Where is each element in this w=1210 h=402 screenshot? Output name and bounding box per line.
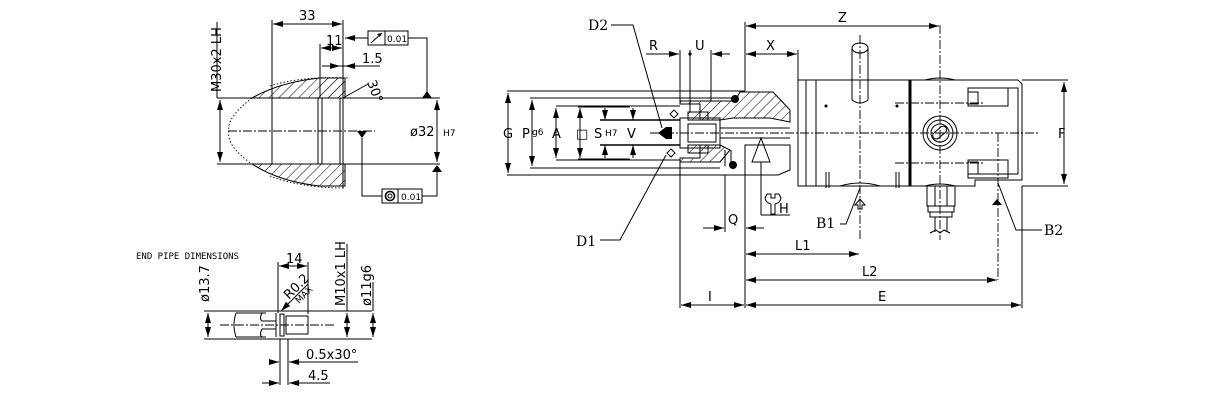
hatch-bottom [250, 163, 346, 187]
dim-F: F [1058, 127, 1065, 142]
dim-11: 11 [326, 34, 343, 49]
wrench-icon [764, 193, 782, 215]
hatch-top-right [319, 77, 346, 99]
port-b1-arrow-icon [853, 198, 867, 210]
port-b2-arrow-icon [992, 199, 1002, 205]
dim-X: X [766, 39, 775, 54]
callout-B1: B1 [816, 216, 835, 232]
hatch-nut-bottom [687, 144, 709, 154]
end-pipe-length-14: 14 [286, 252, 303, 267]
bore-diameter: ø32 [410, 125, 435, 140]
dim-I: I [708, 290, 712, 305]
end-pipe-chamfer: 0.5x30° [306, 348, 357, 363]
circular-runout-icon [370, 32, 383, 44]
dim-square: □ [576, 127, 588, 142]
dim-1-5: 1.5 [362, 52, 383, 67]
dim-S: S [594, 127, 602, 142]
hatch-nut-top [687, 111, 709, 121]
dim-P-tolerance: g6 [532, 128, 544, 138]
callout-B2: B2 [1044, 223, 1063, 239]
dim-E: E [878, 290, 886, 305]
dim-L1: L1 [795, 239, 811, 254]
dim-V: V [627, 127, 636, 142]
callout-D1: D1 [576, 234, 596, 250]
end-pipe-diameter-left: ø13.7 [198, 265, 213, 302]
dim-G: G [503, 127, 513, 142]
end-pipe-diameter-right: ø11g6 [360, 265, 375, 306]
dim-33: 33 [299, 9, 316, 24]
concentricity-icon [384, 190, 396, 202]
dim-R: R [649, 39, 658, 54]
main-view: F G P g6 A □ S H7 V R U X [503, 11, 1068, 308]
dim-Z: Z [838, 11, 847, 26]
dim-L2: L2 [862, 265, 878, 280]
break-line-bottom [269, 175, 346, 189]
runout-value: 0.01 [387, 35, 407, 45]
dim-Q: Q [728, 213, 738, 228]
angle-30: 30° [363, 78, 385, 105]
end-pipe-thread: M10x1 LH [334, 241, 349, 306]
detail-view: M30x2 LH 33 11 1.5 30° 0.01 [210, 9, 456, 204]
end-pipe-title: END PIPE DIMENSIONS [136, 252, 239, 262]
dim-S-tolerance: H7 [605, 129, 618, 139]
callout-D2: D2 [588, 18, 608, 34]
flow-arrow-icon [658, 127, 672, 139]
concentricity-value: 0.01 [401, 193, 421, 203]
end-pipe-view: END PIPE DIMENSIONS ø13.7 14 R0.2 MAX M1… [136, 241, 376, 386]
dim-P: P [522, 127, 530, 142]
end-pipe-length-4-5: 4.5 [308, 369, 329, 384]
bore-tolerance: H7 [443, 129, 456, 139]
seal-d1-icon [666, 148, 676, 158]
dim-A: A [552, 127, 561, 142]
break-line-top [269, 77, 351, 87]
seal-d2-icon [669, 109, 679, 119]
callout-H: H [779, 202, 789, 217]
dim-U: U [695, 39, 705, 54]
